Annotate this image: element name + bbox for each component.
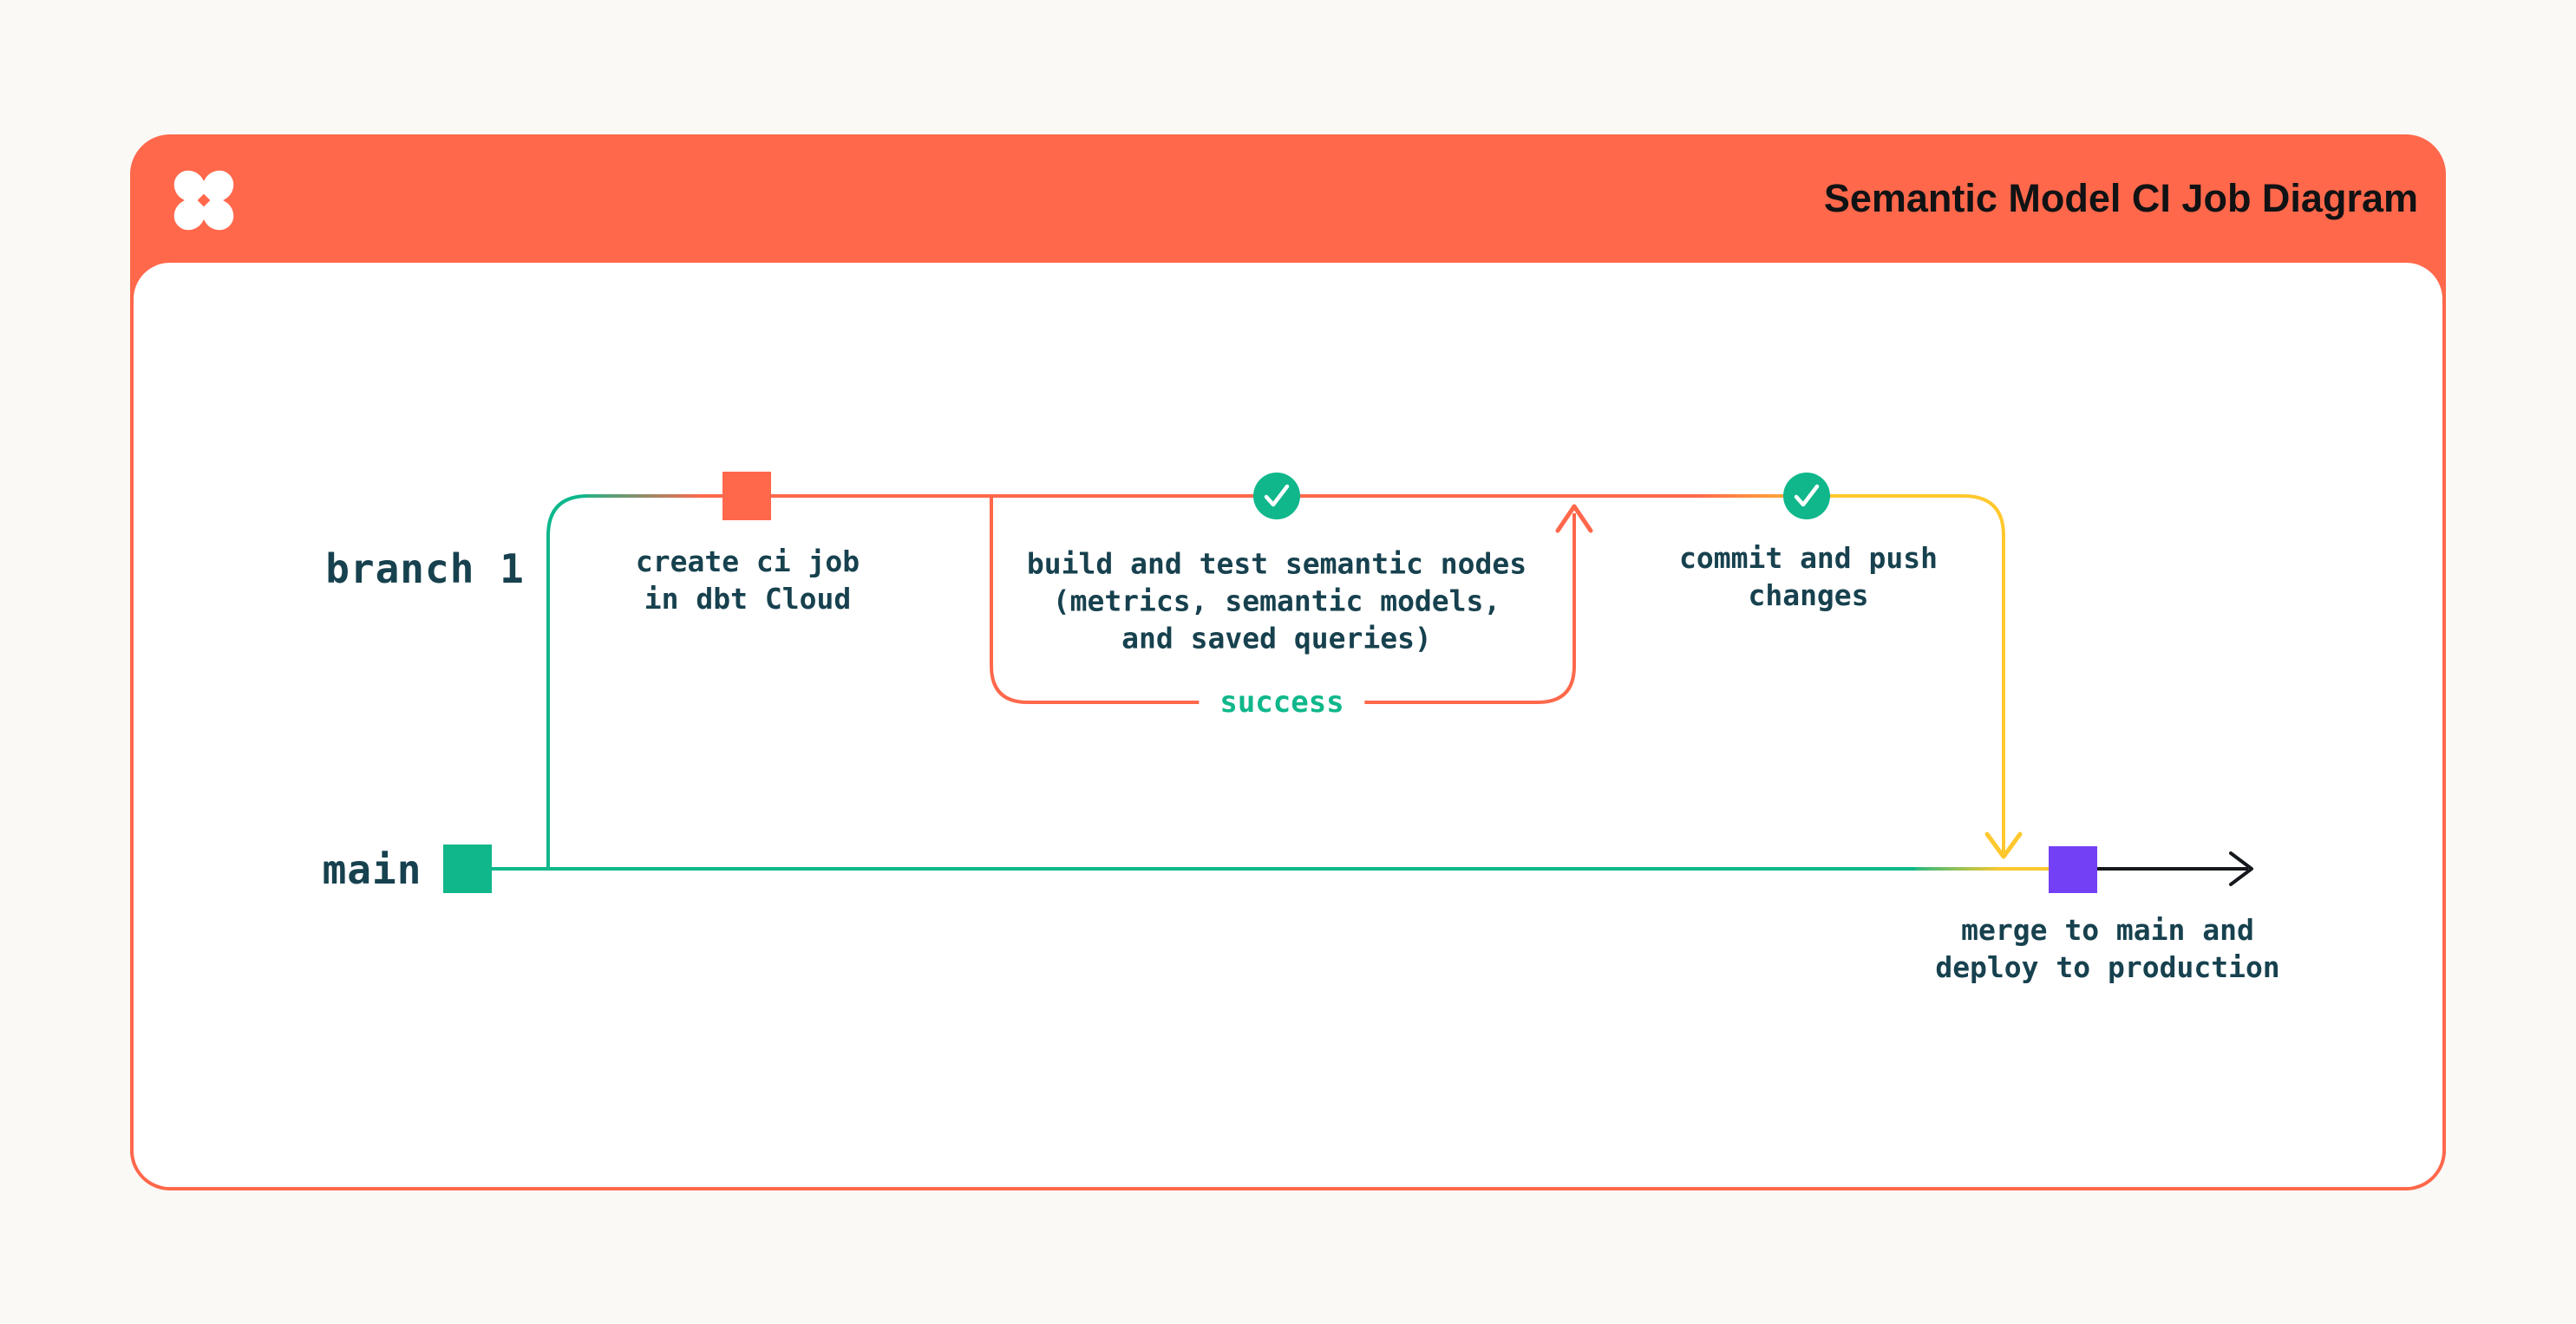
node-label-merge-deploy: merge to main and deploy to production	[1935, 913, 2280, 984]
dbt-logo-icon	[173, 170, 234, 231]
check-icon	[1783, 473, 1830, 519]
page-title: Semantic Model CI Job Diagram	[1823, 176, 2418, 220]
node-label-create-ci-job: create ci job in dbt Cloud	[635, 545, 860, 616]
commit-marker-merge	[2049, 846, 2097, 893]
branch1-merge-drop-line	[1963, 494, 2005, 853]
branch1-line-start	[546, 494, 589, 869]
commit-marker-create-ci-job	[722, 472, 771, 520]
arrow-right-icon	[2229, 851, 2253, 886]
diagram-card-body	[134, 263, 2442, 1187]
branch-label-branch1: branch 1	[325, 545, 525, 592]
arrow-down-icon	[1984, 832, 2023, 859]
commit-marker-main	[443, 845, 492, 893]
branch-label-main: main	[322, 846, 422, 893]
diagram-card	[130, 134, 2446, 1190]
node-label-build-test: build and test semantic nodes (metrics, …	[1026, 546, 1527, 655]
check-icon	[1253, 473, 1300, 519]
node-label-commit-push: commit and push changes	[1678, 541, 1939, 612]
arrow-up-icon	[1555, 504, 1593, 533]
edge-label-success: success	[1199, 685, 1365, 720]
